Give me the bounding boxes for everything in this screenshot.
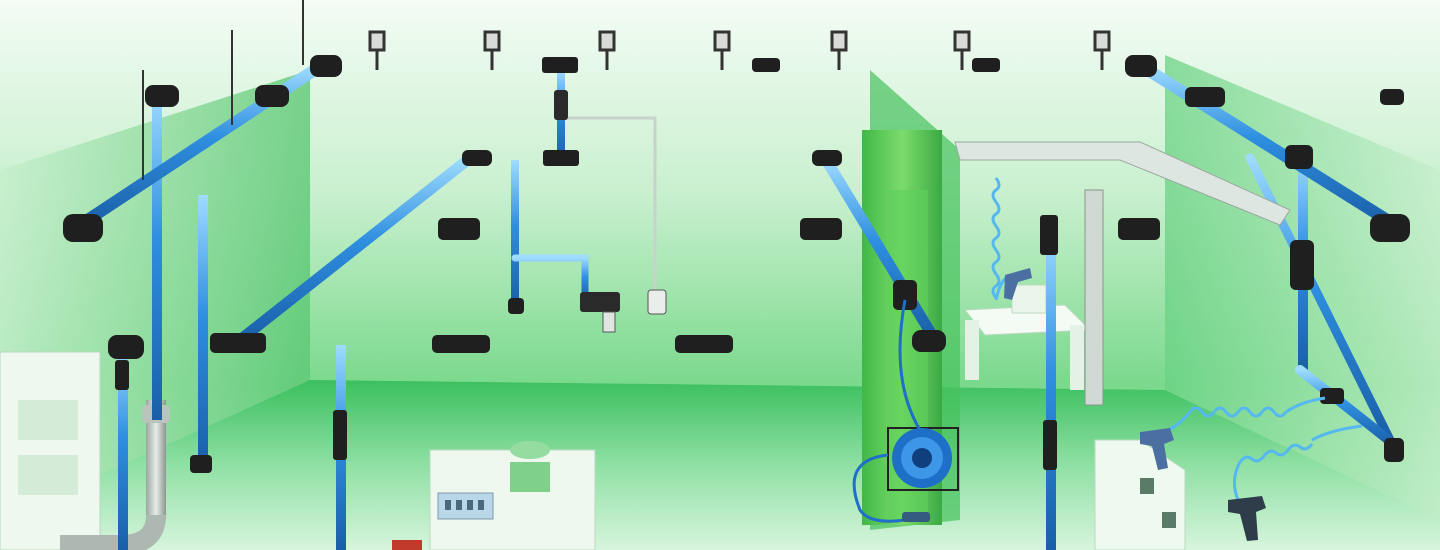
air-gun-icon [1004,268,1032,300]
coupling-fitting [432,335,490,353]
bracket-icon [953,30,971,70]
coupling-fitting [210,333,266,353]
pipe-fittings [63,55,1410,473]
elbow-fitting [1370,214,1410,242]
compressor-unit [392,441,596,550]
outlet-fitting [333,410,347,460]
coupling-fitting [752,58,780,72]
elbow-fitting [310,55,342,77]
air-gun-icon [1140,428,1174,470]
end-cap [1380,89,1404,105]
bracket-icon [598,30,616,70]
hose-reel-icon [852,427,959,523]
drain-valve [190,455,212,473]
outlet-fitting [115,360,129,390]
air-gun-icon [1228,496,1266,541]
floor [0,380,1440,550]
coupling-fitting [800,218,842,240]
drain-valve [508,298,524,314]
elbow-fitting [462,150,492,166]
coupling-fitting [1185,87,1225,107]
bracket-icon [830,30,848,70]
coupling-fitting [972,58,1000,72]
tee-fitting [1285,145,1313,169]
tee-fitting [1290,240,1314,290]
bracket-icon [483,30,501,70]
hose [898,299,922,431]
elbow-fitting [812,150,842,166]
cable-tray [954,141,1291,226]
branch-pipe [511,116,657,304]
drop-line [1046,230,1056,550]
tee-fitting [542,57,578,73]
threaded-rods [142,0,304,180]
bracket-icon [1093,30,1111,70]
elbow-fitting [63,214,103,242]
drop-line [118,345,128,550]
drop-line [152,90,162,420]
workbench-upper [963,284,1092,390]
air-gun-icon [902,512,930,522]
coupling-fitting [1118,218,1160,240]
coupling-fitting [438,218,480,240]
elbow-fitting [145,85,179,107]
main-ring-pipe [73,59,1402,235]
outlet-fitting [893,280,917,310]
frl-icon [580,289,667,333]
tee-fitting [543,150,579,166]
bracket-icon [368,30,386,70]
coil-hose-icon [1233,424,1363,501]
elbow-fitting [912,330,946,352]
end-cap [1384,438,1404,462]
elbow-fitting [108,335,144,359]
outlet-fitting [1320,388,1344,404]
storage-cabinet [0,351,101,550]
elbow-fitting [1125,55,1157,77]
coupling-fitting [675,335,733,353]
tee-fitting [1040,215,1058,255]
hanger-brackets [368,30,1111,70]
elbow-fitting [255,85,289,107]
outlet-fitting [1043,420,1057,470]
support-post [1084,189,1104,406]
bracket-icon [713,30,731,70]
drop-line [198,195,208,465]
pressure-gauge-icon [554,90,568,120]
